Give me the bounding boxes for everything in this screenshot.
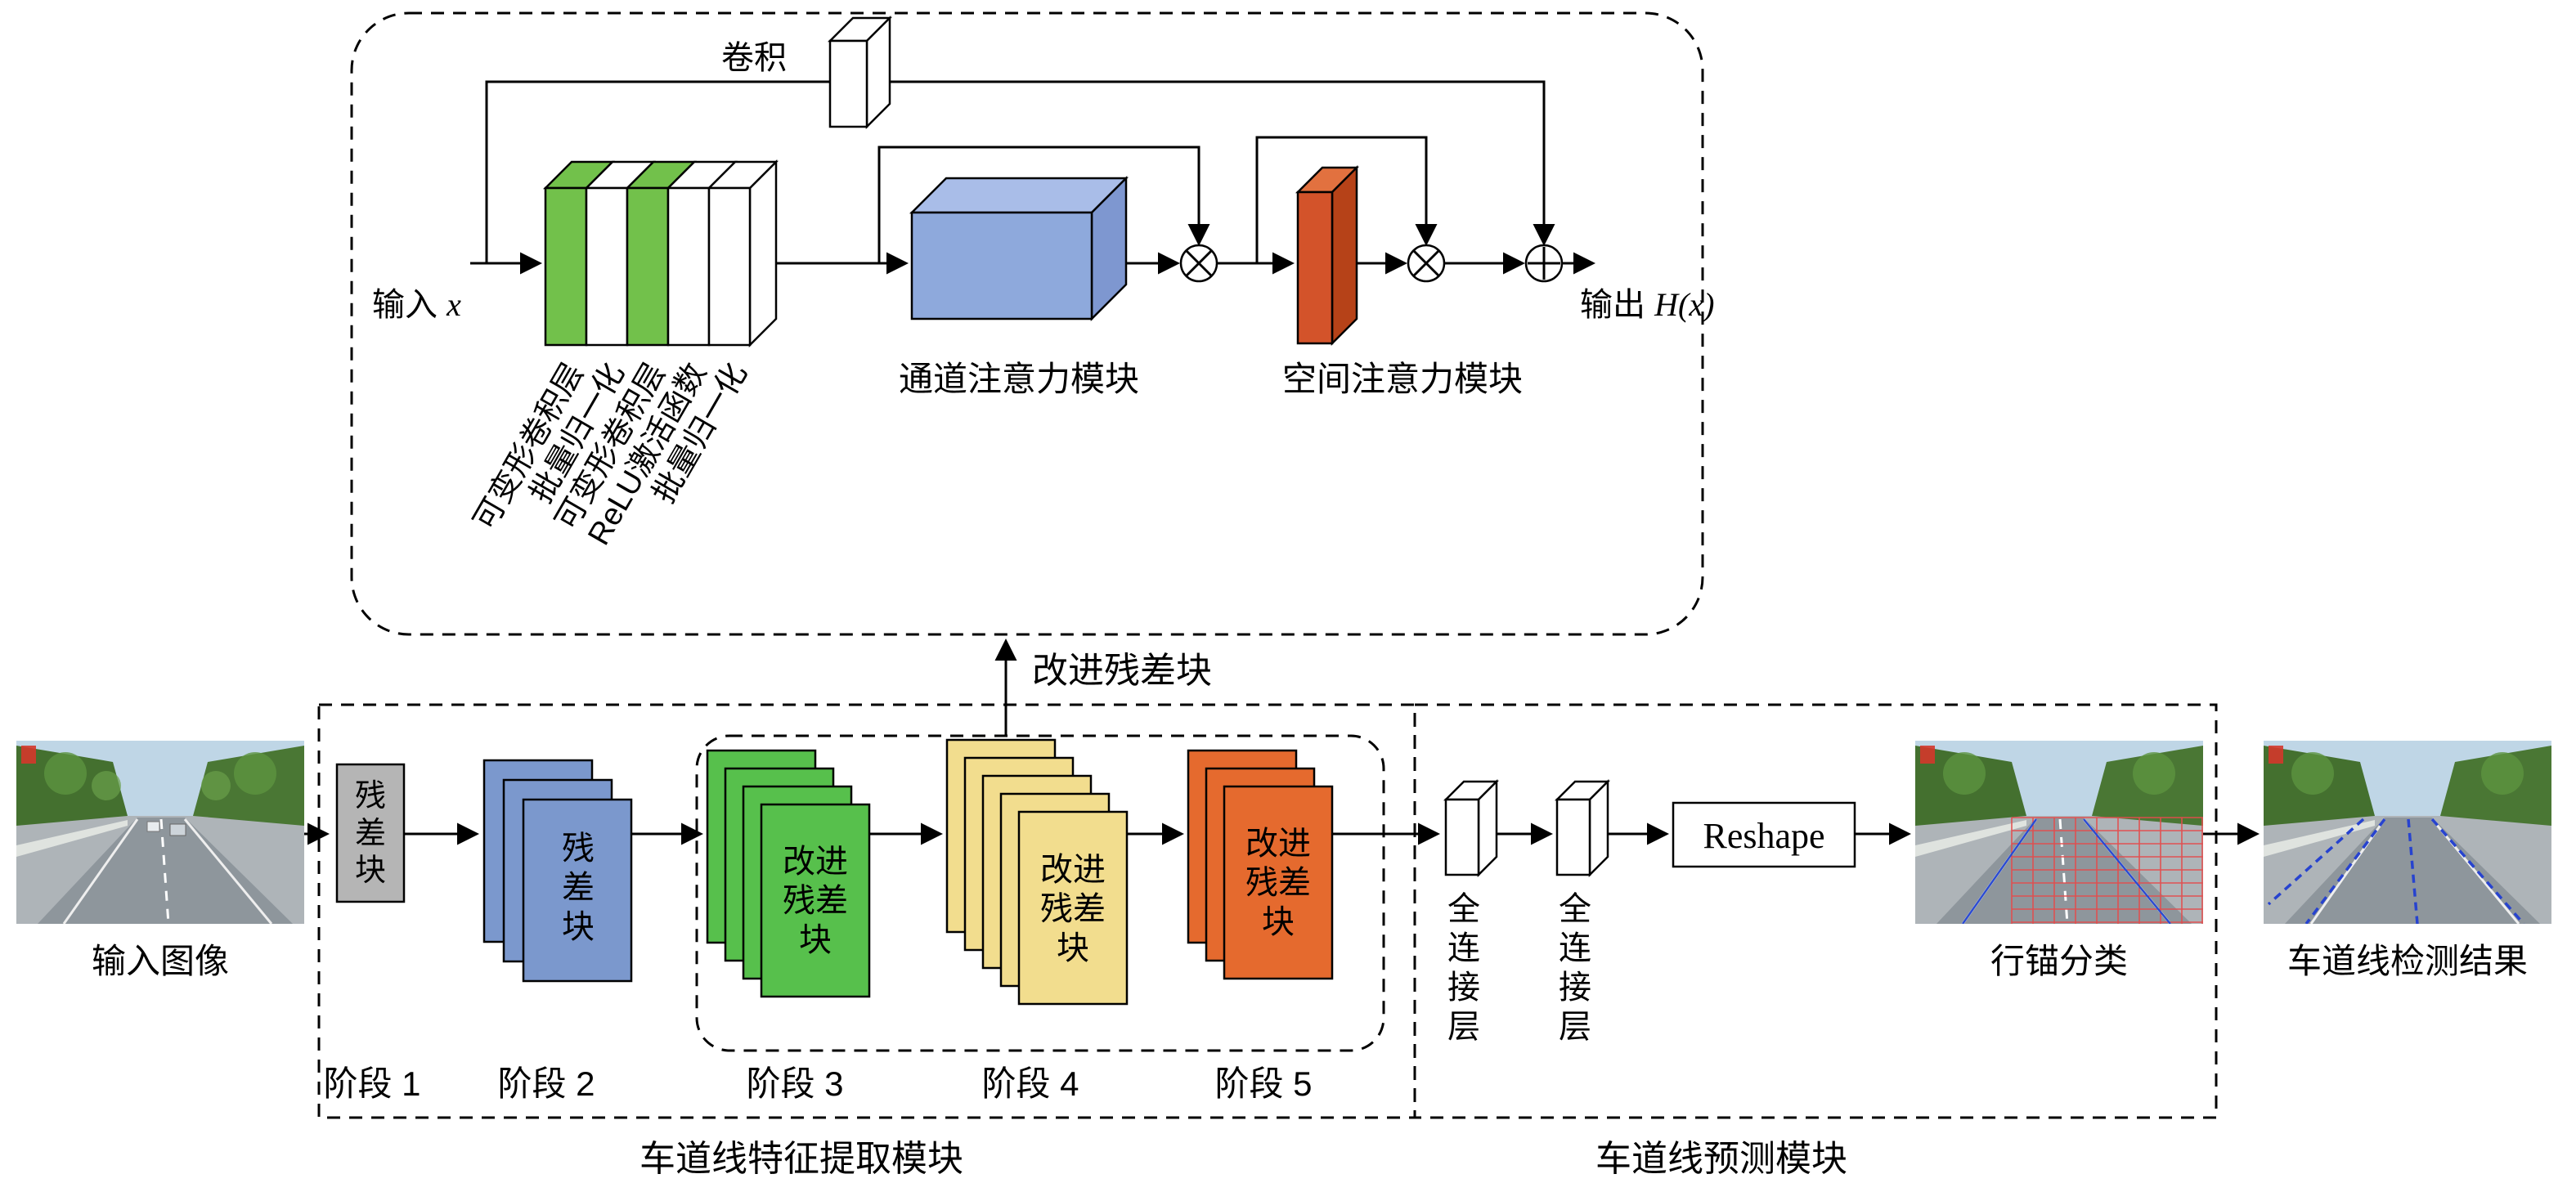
stage4-improved-stack xyxy=(945,738,1129,1006)
stage3-improved-stack xyxy=(706,749,871,998)
stages-3-5-group-box xyxy=(695,734,1385,1052)
road xyxy=(2285,818,2540,924)
stage1-residual-block xyxy=(335,763,406,903)
channel-attention-label: 通道注意力模块 xyxy=(898,360,1139,398)
lane-markings xyxy=(62,818,273,924)
result-label: 车道线检测结果 xyxy=(2287,942,2528,980)
guardrail xyxy=(16,820,128,857)
fc-layer-1-box xyxy=(1443,778,1500,878)
input-x-label: 输入 x xyxy=(372,286,461,323)
batch-norm-slab xyxy=(585,186,629,347)
deform-conv-slab xyxy=(626,186,670,347)
fc-layer-2-label: 全连接层 xyxy=(1559,891,1591,1045)
deform-conv-slab xyxy=(544,186,588,347)
stage1-label: 阶段 1 xyxy=(323,1064,421,1103)
trees xyxy=(2264,746,2551,826)
detected-lane-lines xyxy=(2267,818,2525,924)
skip-connection-line xyxy=(485,80,1555,263)
deformable-conv-stack xyxy=(542,159,779,348)
row-anchor-image xyxy=(1915,741,2203,924)
prediction-module-label: 车道线预测模块 xyxy=(1595,1139,1847,1179)
improved-block-callout-label: 改进残差块 xyxy=(1032,651,1212,691)
stage2-block-text: 残差块 xyxy=(562,831,595,945)
block-layer xyxy=(760,803,871,998)
block-layer xyxy=(522,798,633,983)
guardrail xyxy=(1915,820,2026,857)
improved-residual-detail-box xyxy=(350,11,1704,636)
stack-side xyxy=(748,159,778,348)
block-layer xyxy=(1017,810,1129,1006)
stage5-label: 阶段 5 xyxy=(1214,1064,1313,1103)
feature-extraction-module-box xyxy=(317,703,1416,1119)
result-image xyxy=(2264,741,2551,924)
reshape-box xyxy=(1672,801,1856,868)
row-anchor-label: 行锚分类 xyxy=(1990,942,2128,980)
conv-box xyxy=(827,15,893,130)
stage4-block-text: 改进残差块 xyxy=(1040,852,1106,966)
input-road-image xyxy=(16,741,304,924)
multiply-node-2 xyxy=(1407,244,1446,283)
watermark xyxy=(2269,746,2283,764)
stage5-block-text: 改进残差块 xyxy=(1245,826,1311,940)
road xyxy=(38,818,293,924)
feature-module-label: 车道线特征提取模块 xyxy=(640,1139,963,1179)
vehicles xyxy=(146,821,186,836)
fc-layer-2-box xyxy=(1554,778,1611,878)
input-image-label: 输入图像 xyxy=(91,942,229,980)
reshape-label: Reshape xyxy=(1703,816,1825,856)
trees xyxy=(16,746,304,826)
channel-attention-box xyxy=(909,175,1129,322)
stage3-label: 阶段 3 xyxy=(746,1064,844,1103)
stage4-label: 阶段 4 xyxy=(981,1064,1079,1103)
row-anchor-grid-overlay xyxy=(2011,817,2203,924)
stage2-residual-stack xyxy=(482,759,633,983)
road xyxy=(1936,818,2192,924)
watermark xyxy=(21,746,36,764)
watermark xyxy=(1920,746,1935,764)
fc-layer-1-label: 全连接层 xyxy=(1447,891,1480,1045)
stage5-improved-stack xyxy=(1187,749,1334,980)
multiply-node-1 xyxy=(1179,244,1218,283)
batch-norm-slab xyxy=(707,186,752,347)
anchor-lane-overlay xyxy=(1961,818,2171,924)
spatial-attention-branch-line xyxy=(1255,136,1438,263)
add-node xyxy=(1524,244,1564,283)
stage1-block-text: 残差块 xyxy=(354,779,386,889)
block-layer xyxy=(1223,785,1334,980)
stage2-label: 阶段 2 xyxy=(497,1064,595,1103)
output-hx-label: 输出 H(x) xyxy=(1580,286,1715,323)
channel-attention-branch-line xyxy=(877,146,1210,263)
guardrail xyxy=(2264,820,2375,857)
prediction-module-box xyxy=(1413,703,2218,1119)
relu-slab xyxy=(666,186,711,347)
spatial-attention-label: 空间注意力模块 xyxy=(1281,360,1523,398)
conv-label: 卷积 xyxy=(721,40,787,76)
stage3-block-text: 改进残差块 xyxy=(783,844,848,958)
spatial-attention-box xyxy=(1295,164,1360,347)
trees xyxy=(1915,746,2203,826)
